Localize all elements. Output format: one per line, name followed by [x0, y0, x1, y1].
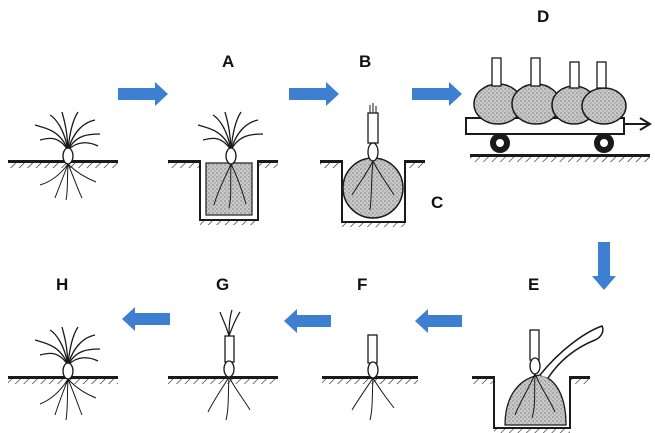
stage-a-trench	[168, 112, 278, 225]
label-g: G	[216, 276, 229, 293]
block-arrow-icon	[289, 82, 339, 106]
label-e: E	[528, 276, 539, 293]
label-d: D	[537, 8, 549, 25]
block-arrow-icon	[118, 82, 168, 106]
label-a: A	[222, 53, 234, 70]
label-c: C	[431, 194, 443, 211]
stage-f-settled	[322, 335, 418, 420]
stage-initial-plant	[8, 112, 118, 200]
bagged-plants	[474, 58, 626, 124]
label-b: B	[359, 53, 371, 70]
block-arrow-icon	[412, 82, 462, 106]
label-f: F	[357, 276, 367, 293]
plant-foliage	[35, 112, 100, 150]
plant-roots	[40, 164, 96, 200]
stage-d-transport	[466, 58, 650, 162]
stage-b-root-ball	[320, 103, 425, 227]
block-arrow-icon	[592, 242, 616, 290]
label-h: H	[56, 276, 68, 293]
block-arrow-icon	[415, 309, 462, 333]
stage-h-established	[8, 327, 118, 420]
stage-g-regrowth	[168, 310, 278, 420]
block-arrow-icon	[284, 309, 331, 333]
block-arrow-icon	[122, 307, 170, 331]
stage-e-planting	[472, 326, 603, 433]
